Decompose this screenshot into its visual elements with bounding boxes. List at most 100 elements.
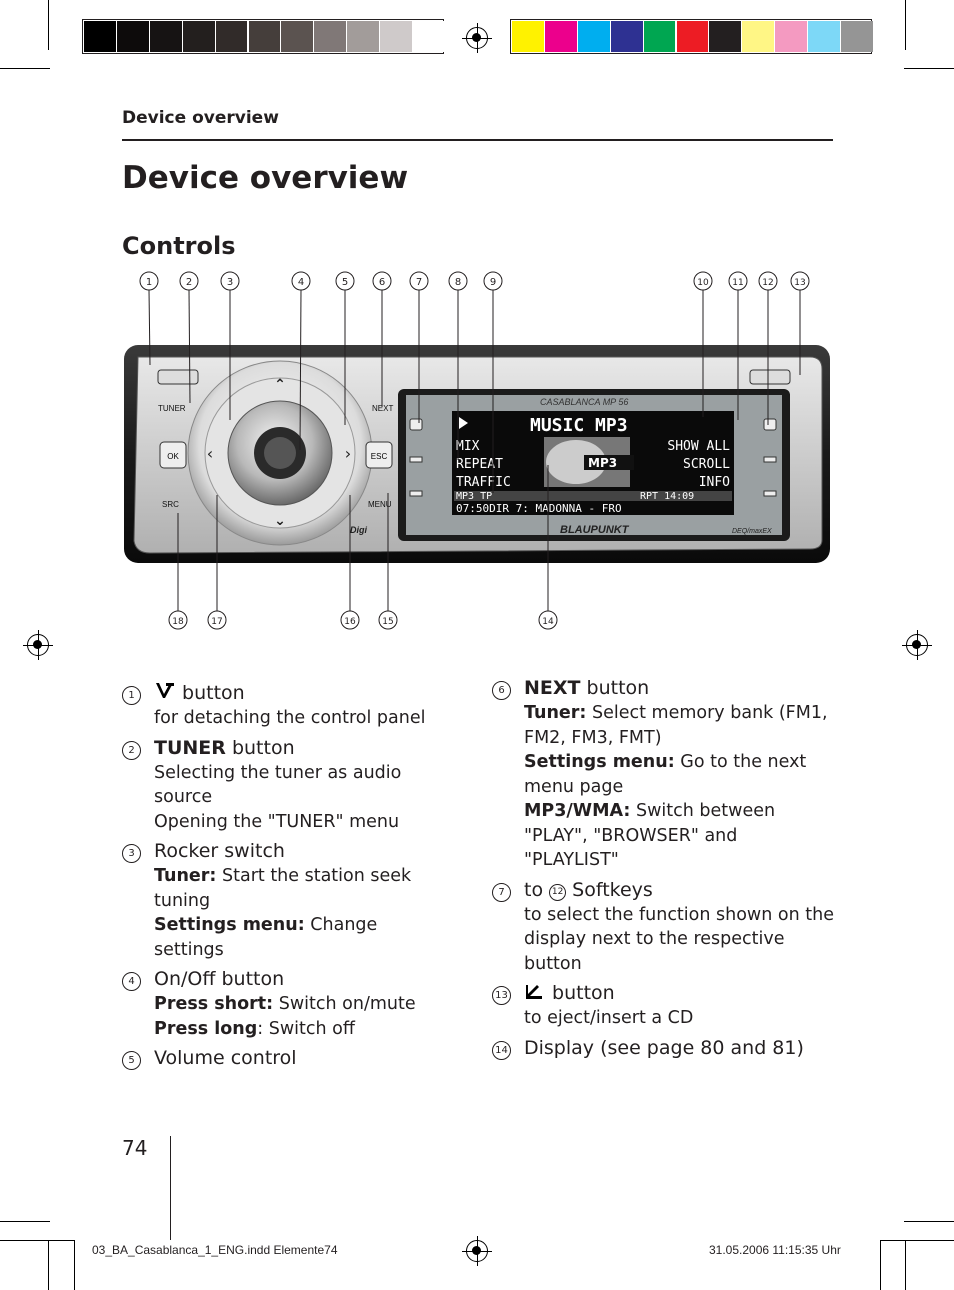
item-number: 1: [122, 686, 141, 705]
footer-filename: 03_BA_Casablanca_1_ENG.indd Elemente74: [92, 1243, 338, 1257]
car-radio-illustration: CASABLANCA MP 56 MUSIC MP3 MIXREPEATTRAF…: [124, 271, 830, 630]
list-item: 7 to 12 Softkeys to select the function …: [492, 877, 837, 977]
callout-number: 16: [344, 617, 356, 627]
item-desc: MP3/WMA: Switch between "PLAY", "BROWSER…: [524, 799, 837, 873]
callout-circle: [790, 271, 810, 291]
item-number: 4: [122, 972, 141, 991]
crop-mark: [905, 0, 906, 50]
item-desc-text: Go to the next menu page: [524, 752, 807, 797]
release-button: [157, 369, 199, 385]
callout-circle: [220, 271, 240, 291]
display-menu-item: SHOW ALL: [667, 439, 730, 454]
callout-numbers-bottom: 18 17 16 15 14: [168, 610, 558, 630]
callout-number: 15: [382, 617, 393, 627]
list-item: 5 Volume control: [122, 1045, 442, 1071]
right-column: 6 NEXT button Tuner: Select memory bank …: [492, 675, 837, 1061]
callout-leader-lines: [148, 289, 801, 611]
callout-circle: [483, 271, 503, 291]
digi-logo: Digi: [350, 525, 367, 535]
callout-number: 3: [227, 277, 233, 288]
item-heading: button: [176, 682, 245, 704]
callout-circle: [207, 610, 227, 630]
softkey-11: [763, 456, 777, 463]
ok-label: OK: [167, 452, 179, 461]
esc-label: ESC: [371, 452, 388, 461]
callout-circle: [335, 271, 355, 291]
item-desc-text: Switch between "PLAY", "BROWSER" and "PL…: [524, 801, 776, 870]
item-heading-bold: NEXT: [524, 677, 581, 699]
item-desc-label: Press long: [154, 1018, 258, 1039]
list-item: 2 TUNER button Selecting the tuner as au…: [122, 735, 442, 835]
softkey-9: [409, 490, 423, 497]
item-heading: On/Off button: [154, 968, 285, 990]
item-desc-text: : Switch off: [257, 1018, 355, 1039]
callout-circle: [448, 271, 468, 291]
crop-mark: [880, 1240, 881, 1290]
callout-circle: [340, 610, 360, 630]
list-item: 13 button to eject/insert a CD: [492, 980, 837, 1031]
callout-circle: [538, 610, 558, 630]
brand-logo: BLAUPUNKT: [560, 524, 630, 536]
display-menu-item: REPEAT: [456, 457, 503, 472]
callout-circle: [728, 271, 748, 291]
color-swatch: [314, 21, 347, 52]
svg-text:‹: ‹: [207, 444, 213, 463]
callout-number: 14: [542, 617, 554, 627]
tuner-label: TUNER: [158, 404, 186, 413]
softkey-12: [763, 490, 777, 497]
color-swatch: [512, 21, 544, 52]
item-desc: Press long: Switch off: [154, 1017, 442, 1042]
callout-number: 18: [172, 617, 184, 627]
registration-mark-icon: [462, 1236, 492, 1266]
color-swatch: [149, 21, 182, 52]
display-model: CASABLANCA MP 56: [540, 397, 628, 407]
color-bar: [510, 19, 873, 54]
callout-circle: [372, 271, 392, 291]
leader-line: [148, 289, 151, 366]
esc-button: [365, 441, 393, 469]
callout-number: 11: [732, 278, 743, 288]
display-status-left: MP3 TP: [456, 491, 492, 502]
leader-line: [299, 289, 302, 451]
color-swatch: [116, 21, 149, 52]
color-swatch: [841, 21, 873, 52]
color-swatch: [182, 21, 215, 52]
callout-circle: [693, 271, 713, 291]
page-number-rule: [170, 1136, 171, 1240]
crop-mark: [0, 1240, 74, 1241]
callout-number: 9: [490, 277, 496, 288]
item-desc-label: MP3/WMA:: [524, 801, 631, 821]
list-item: 14 Display (see page 80 and 81): [492, 1035, 837, 1061]
list-item: 1 button for detaching the control panel: [122, 680, 442, 731]
list-item: 3 Rocker switch Tuner: Start the station…: [122, 838, 442, 962]
footer-timestamp: 31.05.2006 11:15:35 Uhr: [709, 1243, 841, 1257]
eject-icon: [526, 985, 542, 999]
display-menu-item: TRAFFIC: [456, 475, 511, 490]
color-swatch: [380, 21, 412, 52]
color-swatch: [577, 21, 610, 52]
softkey-8: [409, 456, 423, 463]
color-swatch: [676, 21, 709, 52]
color-swatch: [709, 21, 742, 52]
callout-number: 12: [762, 278, 773, 288]
color-swatch: [610, 21, 643, 52]
item-desc: Selecting the tuner as audio source: [154, 762, 402, 808]
crop-mark: [880, 1240, 954, 1241]
callout-number: 17: [211, 617, 222, 627]
color-swatch: [347, 21, 380, 52]
item-number: 5: [122, 1051, 141, 1070]
callout-circle: [291, 271, 311, 291]
callout-number: 1: [146, 277, 152, 288]
list-item: 4 On/Off button Press short: Switch on/m…: [122, 966, 442, 1041]
callout-number: 10: [697, 278, 709, 288]
svg-text:⌄: ⌄: [274, 513, 286, 529]
item-heading: button: [546, 982, 615, 1004]
leader-line: [188, 289, 191, 404]
callout-number: 4: [298, 277, 304, 288]
page-title: Device overview: [122, 160, 409, 196]
callout-circle: [758, 271, 778, 291]
running-header: Device overview: [122, 108, 279, 128]
item-heading-pre: to: [524, 878, 550, 901]
